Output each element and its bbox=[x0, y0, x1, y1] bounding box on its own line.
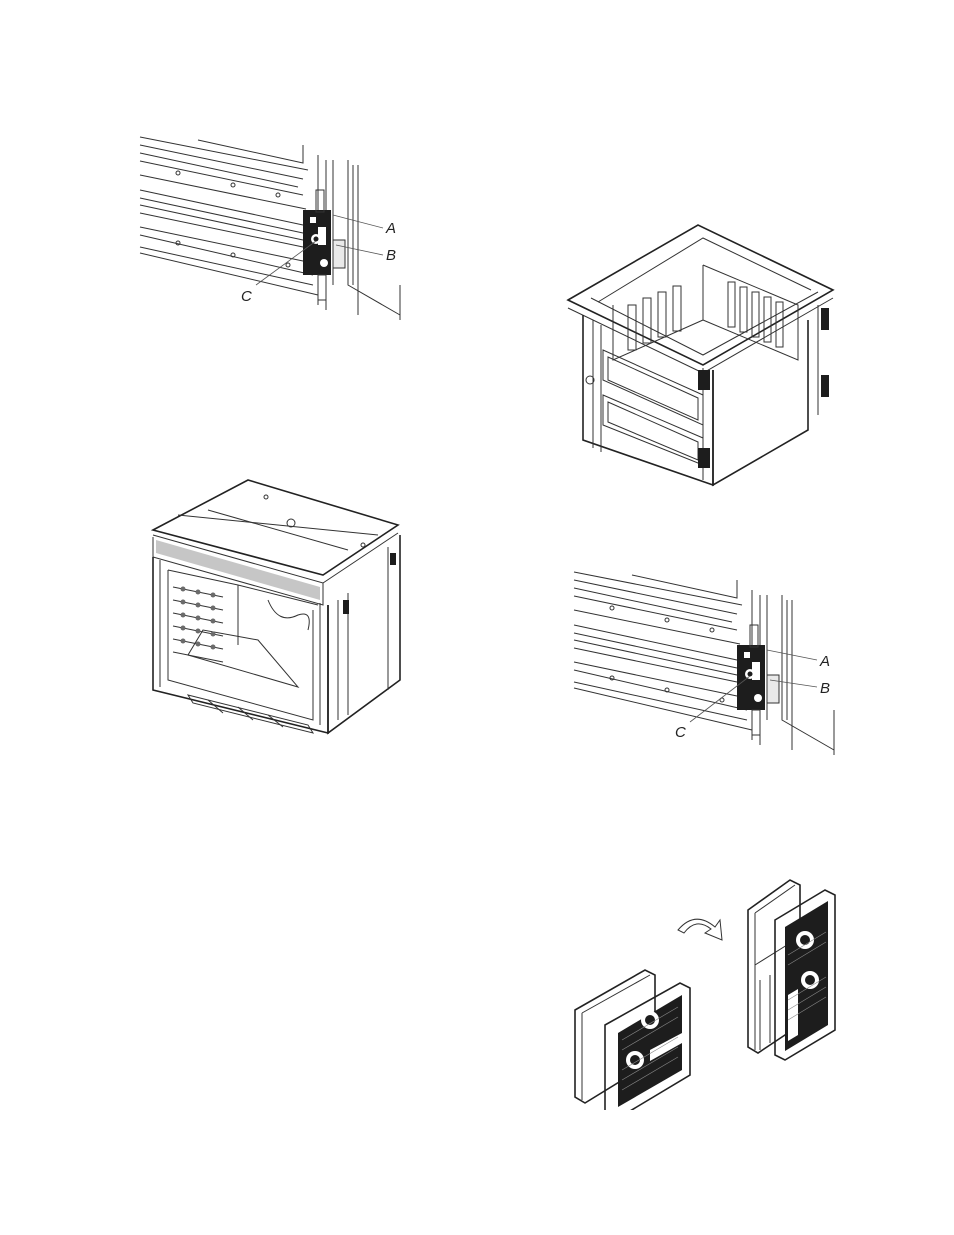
label-a: A bbox=[385, 220, 396, 237]
figure-oven-cabinet bbox=[563, 220, 838, 490]
label-b: B bbox=[820, 680, 830, 697]
figure-oven-unit bbox=[148, 475, 408, 745]
label-a: A bbox=[819, 653, 830, 670]
label-b: B bbox=[386, 247, 396, 264]
figure-bracket-detail-bottom: A B C bbox=[572, 570, 840, 755]
label-c: C bbox=[675, 724, 686, 741]
figure-filter-panels bbox=[570, 875, 840, 1110]
figure-bracket-detail-top: A B C bbox=[138, 135, 408, 320]
label-c: C bbox=[241, 288, 252, 305]
